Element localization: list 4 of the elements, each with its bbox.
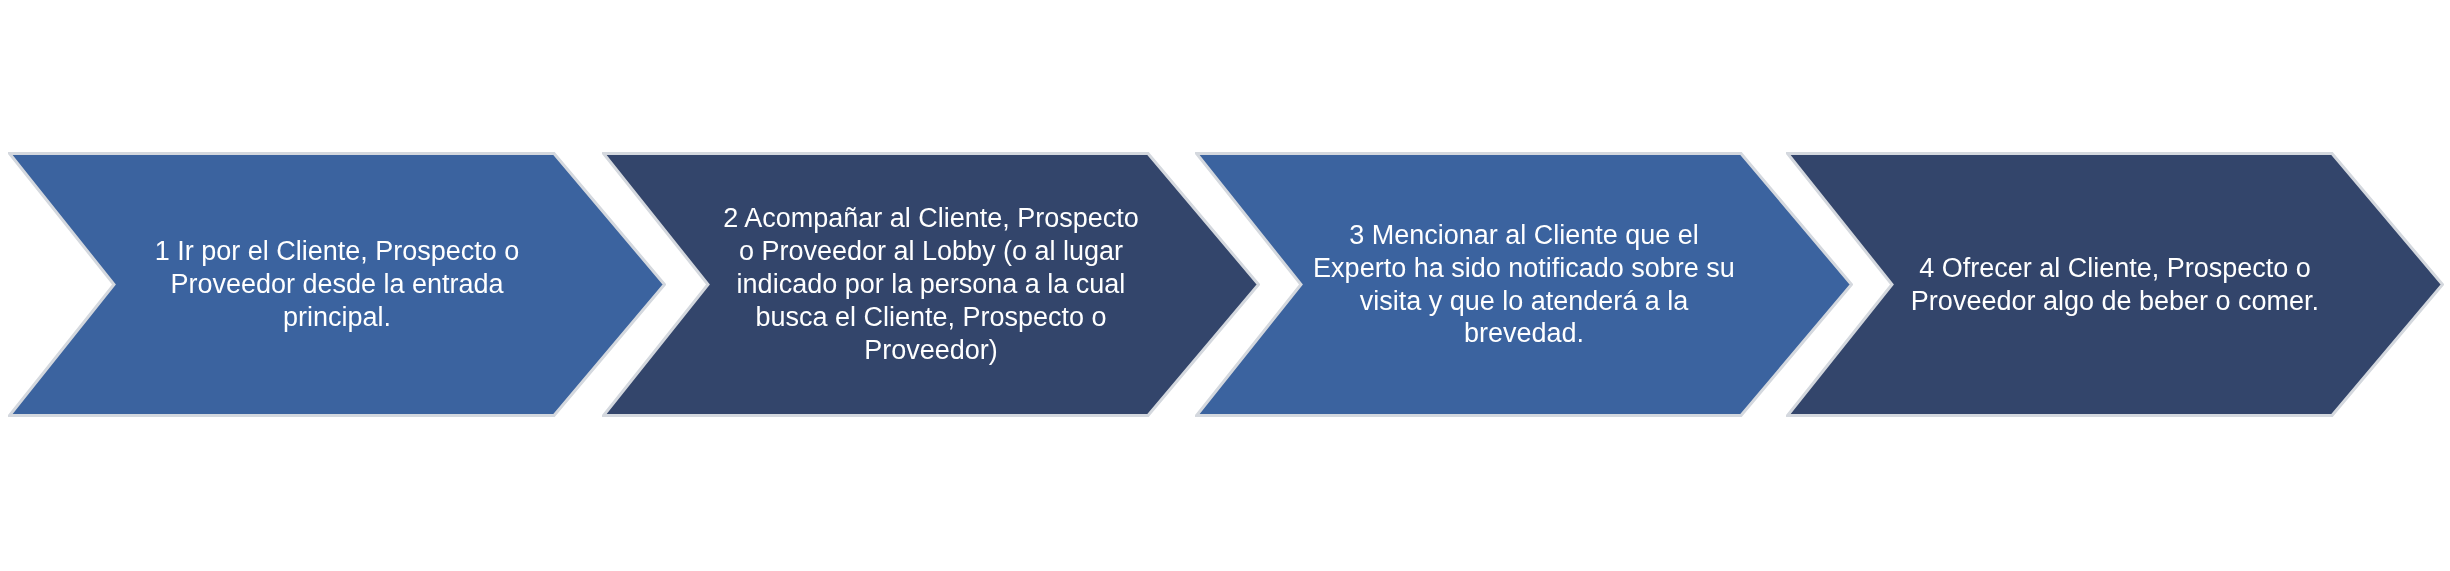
step-text: 1 Ir por el Cliente, Prospecto o Proveedor desde la entrada principal. xyxy=(153,235,521,334)
step-text: 2 Acompañar al Cliente, Prospecto o Proveedor al Lobby (o al lugar indicado por la persona a la cual busca el Cliente, Prospecto o Proveedor) xyxy=(722,202,1140,367)
step-text: 3 Mencionar al Cliente que el Experto ha sido notificado sobre su visita y que lo atenderá a la brevedad. xyxy=(1312,218,1736,351)
step-text: 4 Ofrecer al Cliente, Prospecto o Proveedor algo de beber o comer. xyxy=(1909,251,2321,318)
